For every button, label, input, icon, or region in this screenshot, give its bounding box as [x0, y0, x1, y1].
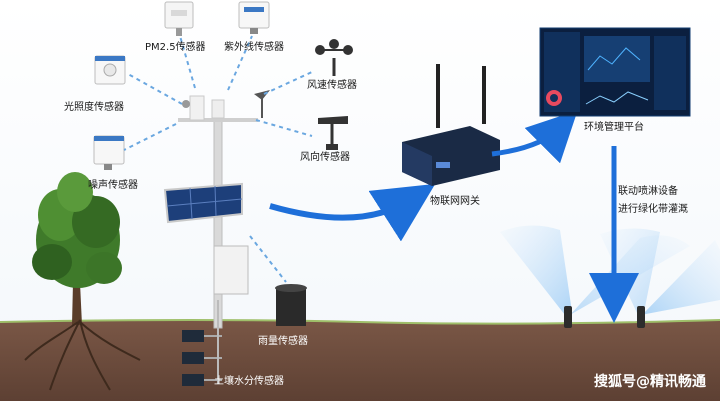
soil-sensor-icons [182, 300, 222, 386]
sprinkler-icon [564, 306, 572, 328]
label-iot-gateway: 物联网网关 [430, 196, 480, 207]
label-platform: 环境管理平台 [584, 122, 644, 133]
watermark-text: 搜狐号@精讯畅通 [594, 374, 706, 390]
iot-gateway-icon [402, 64, 500, 186]
pm25-sensor-icon [164, 1, 194, 36]
label-linkage-line2: 进行绿化带灌溉 [618, 204, 688, 215]
label-wind-direction-sensor: 风向传感器 [300, 152, 350, 163]
light-sensor-icon [94, 55, 126, 85]
tree-icon [24, 172, 141, 391]
arrow-to-gateway [269, 183, 436, 242]
label-pm25-sensor: PM2.5传感器 [145, 42, 206, 53]
solar-panel-icon [163, 182, 243, 224]
label-rain-sensor: 雨量传感器 [258, 336, 308, 347]
label-noise-sensor: 噪声传感器 [88, 180, 138, 191]
control-box-icon [213, 245, 249, 295]
label-soil-sensor: 土壤水分传感器 [214, 376, 284, 387]
uv-sensor-icon [238, 1, 270, 34]
sensor-connector-lines [123, 35, 313, 283]
rain-gauge-icon [275, 284, 307, 326]
platform-dashboard-icon [539, 27, 691, 117]
sprinkler-icon [637, 306, 645, 328]
soil-ground [0, 320, 720, 401]
shutter-box-icon [189, 95, 205, 121]
arrow-to-platform [491, 110, 578, 164]
wind-speed-sensor-icon [315, 39, 353, 76]
label-wind-speed-sensor: 风速传感器 [307, 80, 357, 91]
wind-direction-sensor-icon [318, 116, 348, 150]
label-linkage-line1: 联动喷淋设备 [618, 186, 678, 197]
label-light-sensor: 光照度传感器 [64, 102, 124, 113]
weather-station-mast [163, 90, 270, 329]
label-uv-sensor: 紫外线传感器 [224, 42, 284, 53]
